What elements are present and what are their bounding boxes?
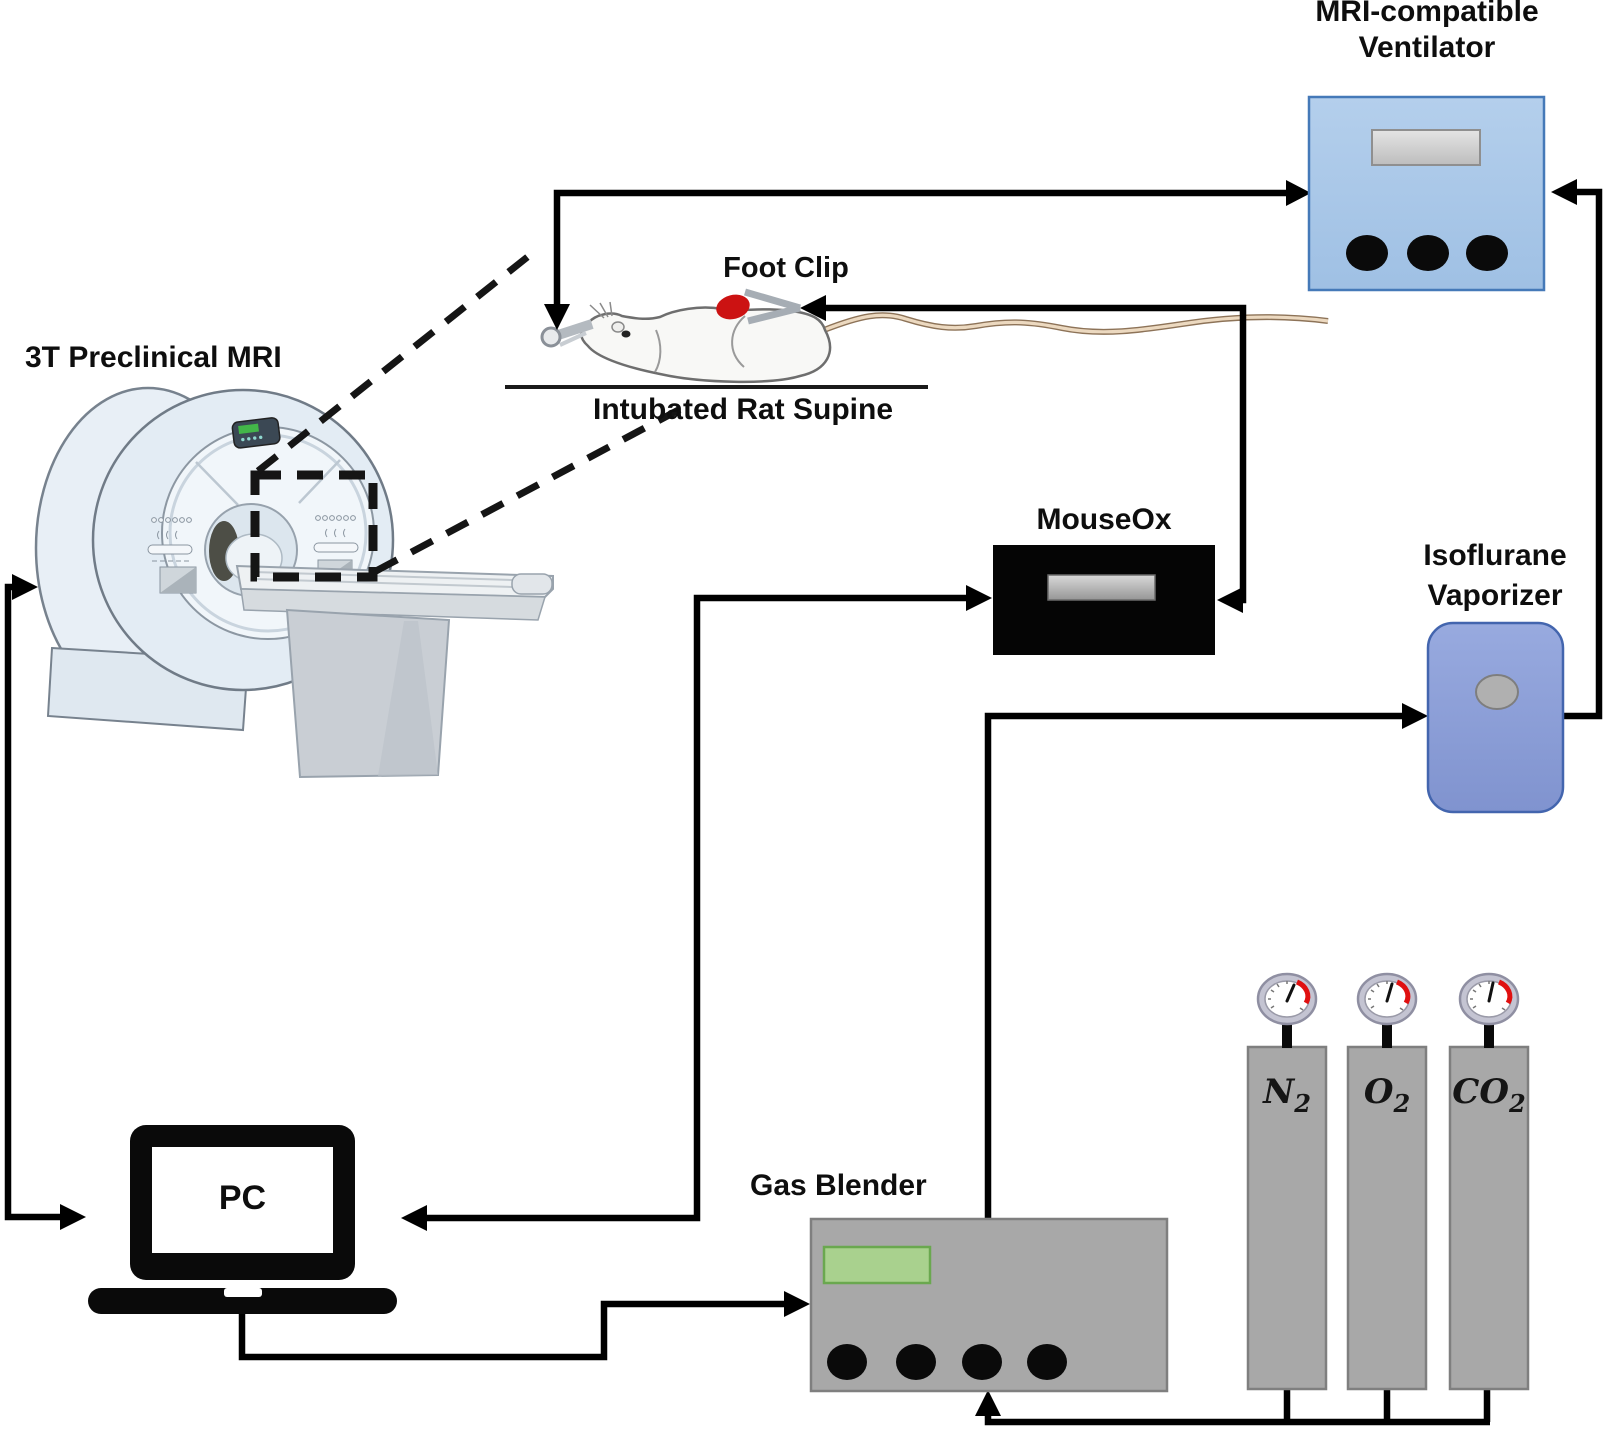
blender-knob xyxy=(827,1344,867,1380)
gas-blender-device xyxy=(809,1217,1169,1393)
arrowhead-to-pc-right xyxy=(401,1205,427,1231)
arrowhead-to-footclip xyxy=(800,295,826,321)
blender-knob xyxy=(896,1344,936,1380)
arrowhead-to-blender-bottom xyxy=(975,1390,1001,1416)
dashed-callout-line-lower xyxy=(374,402,688,575)
mouseox-label: MouseOx xyxy=(1036,503,1172,536)
mri-left-panel-details xyxy=(147,517,197,594)
o2-tank xyxy=(1346,1045,1428,1391)
rat-whiskers xyxy=(589,301,613,319)
arrowhead-to-blender-left xyxy=(784,1291,810,1317)
n2-symbol: N xyxy=(1263,1072,1295,1112)
pc-screen xyxy=(152,1147,333,1253)
ventilator-knob xyxy=(1466,235,1508,271)
arrowhead-to-mouseox-left xyxy=(966,585,992,611)
mri-top-display xyxy=(231,417,281,449)
foot-clip-label: Foot Clip xyxy=(723,252,849,284)
blender-display xyxy=(822,1245,932,1285)
gauge-needle xyxy=(1285,983,1296,1003)
co2-subscript: 2 xyxy=(1508,1089,1526,1118)
blender-knob xyxy=(962,1344,1002,1380)
pressure-gauge-icons xyxy=(1256,972,1520,1048)
mri-title: 3T Preclinical MRI xyxy=(25,341,282,374)
connector-mri-pc xyxy=(4,583,60,1221)
ventilator-knob xyxy=(1407,235,1449,271)
ventilator-device xyxy=(1307,95,1546,292)
arrowheads xyxy=(12,179,1577,1416)
arrowhead-to-ventilator-right xyxy=(1551,179,1577,205)
arrowhead-to-mri xyxy=(12,574,38,600)
co2-tank xyxy=(1448,1045,1530,1391)
connector-ventilator-rat xyxy=(553,189,1286,306)
o2-subscript: 2 xyxy=(1393,1089,1411,1118)
intubation-tube xyxy=(540,319,594,348)
gas-tanks xyxy=(1246,972,1530,1391)
o2-tank-label: O2 xyxy=(1348,1072,1426,1118)
gauge-red-zone xyxy=(1395,979,1411,1005)
arrowhead-to-ventilator-left xyxy=(1286,180,1311,206)
ventilator-display xyxy=(1371,129,1481,166)
co2-tank-label: CO2 xyxy=(1450,1072,1528,1118)
rat-ear xyxy=(611,321,625,333)
arrowhead-to-rat xyxy=(544,304,570,330)
vaporizer-device xyxy=(1426,621,1565,814)
arrowhead-to-mouseox-right xyxy=(1217,587,1243,613)
o2-symbol: O xyxy=(1363,1072,1394,1112)
mri-scanner-illustration xyxy=(34,386,554,779)
rat-body xyxy=(580,306,832,384)
n2-tank-label: N2 xyxy=(1248,1072,1326,1118)
connector-mouseox-pc xyxy=(427,594,966,1222)
foot-clip-sensor xyxy=(716,288,801,325)
connector-pc-blender xyxy=(238,1300,784,1361)
pc-base-notch xyxy=(224,1288,262,1297)
gauge-red-zone xyxy=(1295,979,1311,1005)
ventilator-label: MRI-compatible Ventilator xyxy=(1315,0,1539,64)
pc-base xyxy=(88,1288,397,1314)
connector-vaporizer-ventilator xyxy=(1563,188,1603,720)
rat-eye xyxy=(621,330,631,338)
connector-blender-vaporizer xyxy=(984,712,1402,1222)
arrowhead-to-vaporizer xyxy=(1402,703,1428,729)
gauge-needle xyxy=(1487,981,1495,1003)
arrowhead-to-pc-left xyxy=(60,1204,86,1230)
n2-subscript: 2 xyxy=(1294,1089,1311,1118)
mouseox-display xyxy=(1047,574,1156,601)
magnification-callout xyxy=(250,248,688,582)
dashed-callout-line-upper xyxy=(255,248,538,474)
foot-clip-red-pad xyxy=(716,294,750,320)
dashed-callout-box xyxy=(250,470,378,582)
connector-tanks-blender xyxy=(984,1389,1491,1426)
rat-caption: Intubated Rat Supine xyxy=(593,393,893,426)
ventilator-knob xyxy=(1346,235,1388,271)
pc-label: PC xyxy=(218,1179,267,1217)
gauge-needle xyxy=(1385,982,1394,1003)
n2-tank xyxy=(1246,1045,1328,1391)
gauge-red-zone xyxy=(1497,979,1513,1005)
mouseox-device xyxy=(993,545,1215,655)
vaporizer-label: Isoflurane Vaporizer xyxy=(1423,539,1567,612)
pc-laptop-icon xyxy=(88,1125,397,1314)
co2-symbol: CO xyxy=(1452,1072,1509,1112)
gas-blender-label: Gas Blender xyxy=(750,1169,927,1202)
connector-lines xyxy=(4,188,1603,1426)
blender-knob xyxy=(1027,1344,1067,1380)
vaporizer-dial xyxy=(1475,674,1519,710)
intubated-rat-illustration xyxy=(505,288,1329,389)
